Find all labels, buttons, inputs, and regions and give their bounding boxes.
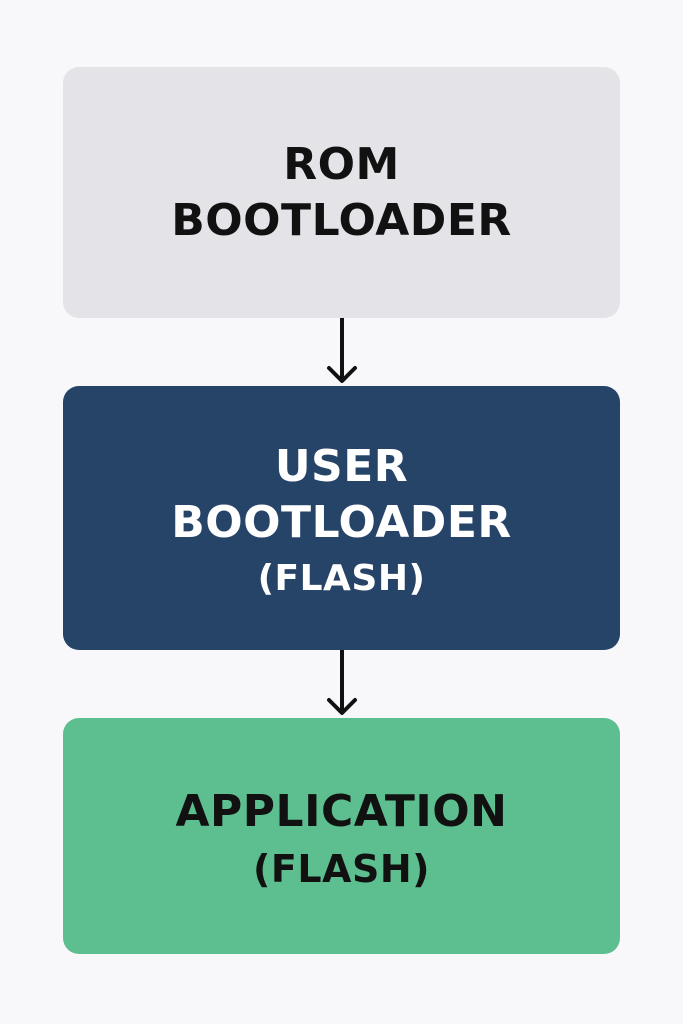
application-label-line-2: (FLASH) (253, 847, 430, 891)
rom-bootloader-label-line-2: BOOTLOADER (171, 194, 512, 246)
application-box: APPLICATION (FLASH) (63, 718, 620, 954)
arrow-rom-to-user (327, 318, 357, 383)
arrow-user-to-app (327, 650, 357, 715)
rom-bootloader-box: ROM BOOTLOADER (63, 67, 620, 318)
user-bootloader-label-line-1: USER (274, 441, 409, 492)
user-bootloader-label-line-3: (FLASH) (257, 558, 426, 599)
user-bootloader-label-line-2: BOOTLOADER (171, 497, 512, 548)
rom-bootloader-label-line-1: ROM (283, 138, 400, 190)
application-label-line-1: APPLICATION (175, 786, 508, 837)
user-bootloader-box: USER BOOTLOADER (FLASH) (63, 386, 620, 650)
